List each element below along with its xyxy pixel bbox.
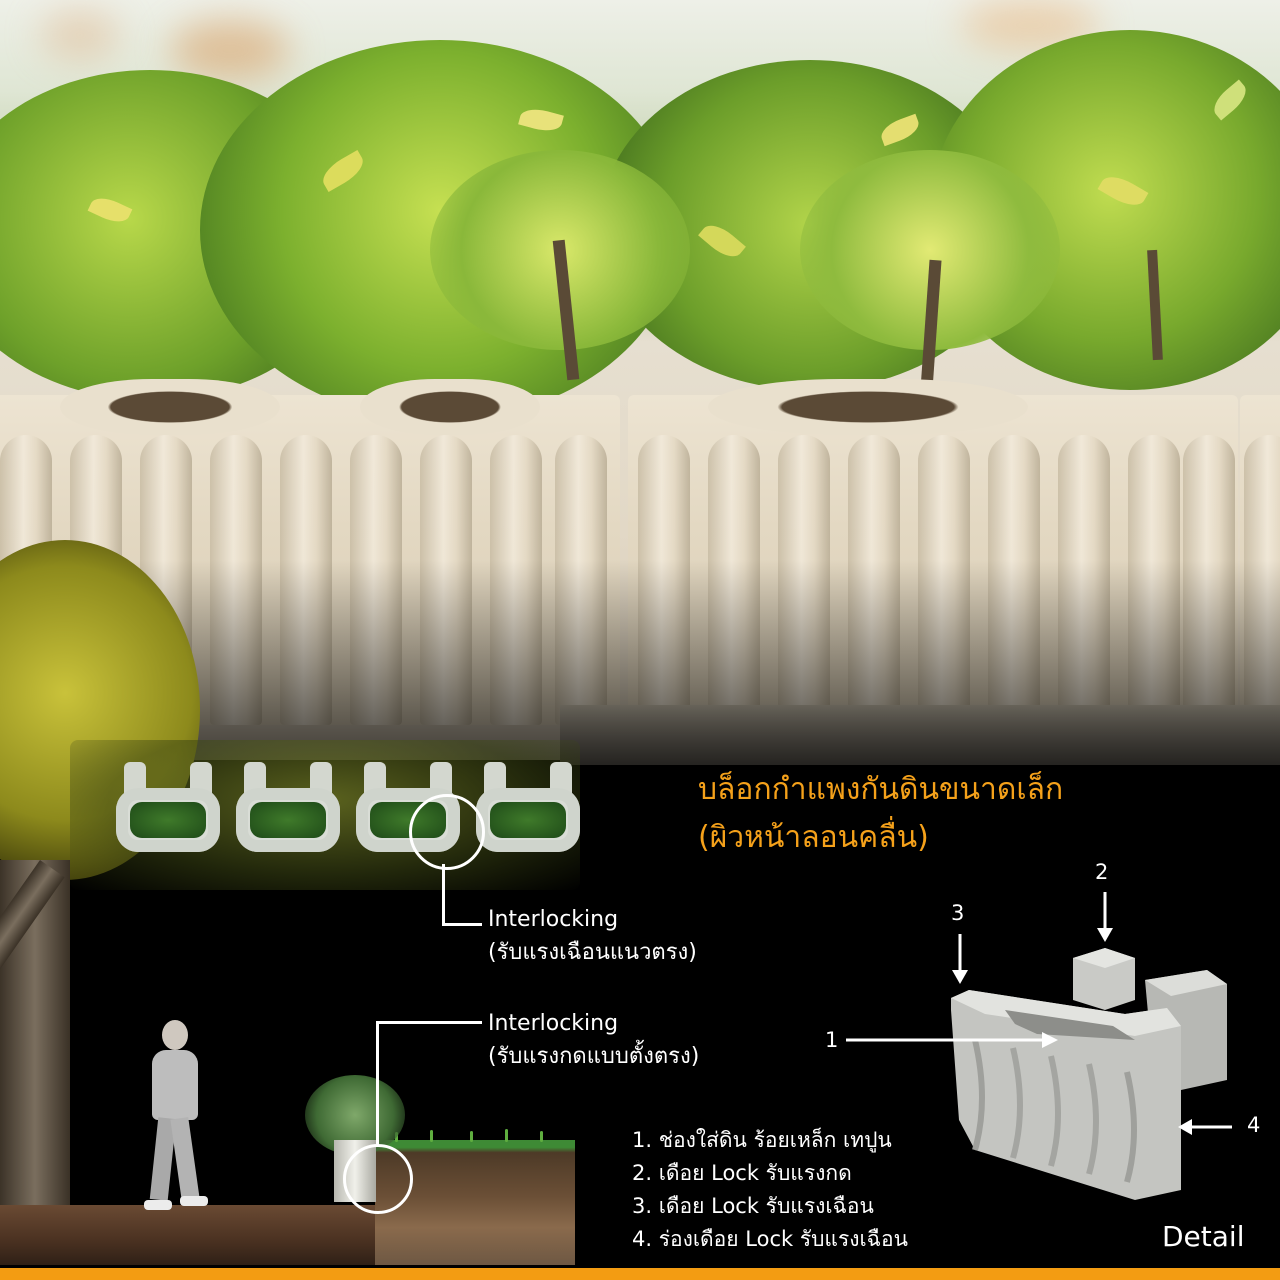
person-figure bbox=[140, 1020, 210, 1210]
title-line-2: (ผิวหน้าลอนคลื่น) bbox=[698, 820, 929, 855]
legend-item-1: 1. ช่องใส่ดิน ร้อยเหล็ก เทปูน bbox=[632, 1128, 892, 1152]
leader-line-2-vertical bbox=[376, 1021, 379, 1145]
title-line-1: บล็อกกำแพงกันดินขนาดเล็ก bbox=[698, 772, 1064, 807]
marker-4: 4 bbox=[1247, 1113, 1261, 1137]
arrow-left-4 bbox=[1178, 1119, 1232, 1135]
callout-desc-1: (รับแรงเฉือนแนวตรง) bbox=[488, 940, 697, 965]
legend-list: 1. ช่องใส่ดิน ร้อยเหล็ก เทปูน 2. เดือย L… bbox=[632, 1124, 908, 1256]
callout-desc-2: (รับแรงกดแบบตั้งตรง) bbox=[488, 1044, 700, 1069]
legend-item-2: 2. เดือย Lock รับแรงกด bbox=[632, 1161, 852, 1185]
legend-item-3: 3. เดือย Lock รับแรงเฉือน bbox=[632, 1194, 874, 1218]
arrow-down-2 bbox=[1097, 892, 1113, 942]
detail-label: Detail bbox=[1162, 1220, 1245, 1253]
arrow-down-3 bbox=[952, 934, 968, 984]
block-detail-illustration bbox=[951, 948, 1227, 1200]
callout-heading-2: Interlocking bbox=[488, 1011, 619, 1036]
arrow-right-1 bbox=[846, 1032, 1058, 1048]
ground-section-left bbox=[0, 1205, 380, 1265]
marker-3: 3 bbox=[951, 901, 965, 925]
leader-line-2-horizontal bbox=[376, 1021, 482, 1024]
marker-1: 1 bbox=[825, 1028, 839, 1052]
leader-line-1-vertical bbox=[442, 864, 445, 926]
plan-view-diagram bbox=[70, 740, 580, 890]
marker-2: 2 bbox=[1095, 860, 1109, 884]
interlock-callout-circle-1 bbox=[409, 794, 485, 870]
legend-item-4: 4. ร่องเดือย Lock รับแรงเฉือน bbox=[632, 1227, 908, 1251]
interlock-callout-circle-2 bbox=[343, 1144, 413, 1214]
bottom-accent-bar bbox=[0, 1268, 1280, 1280]
callout-heading-1: Interlocking bbox=[488, 907, 619, 932]
leader-line-1-horizontal bbox=[442, 923, 482, 926]
